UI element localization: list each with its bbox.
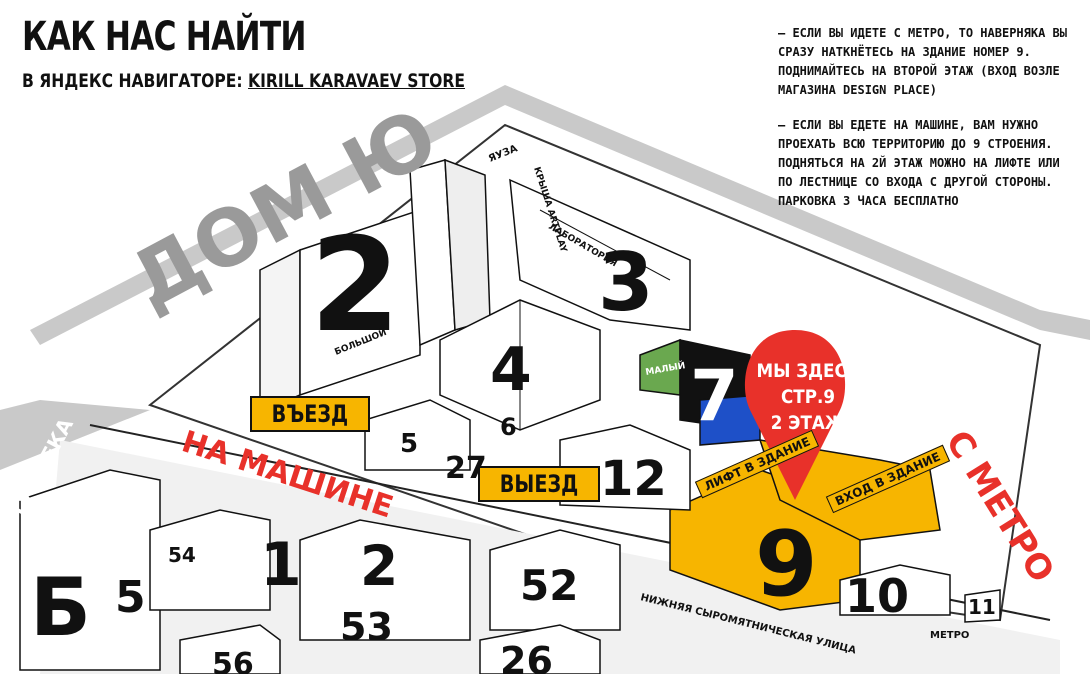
building-number-11: 11 bbox=[968, 595, 996, 619]
building-numbers: 2 3 4 7 5 6 27 12 9 10 11 1 2 52 53 54 5… bbox=[30, 209, 996, 674]
building-number-3: 3 bbox=[598, 236, 654, 329]
building-number-4: 4 bbox=[490, 335, 532, 405]
building-number-26: 26 bbox=[500, 639, 553, 674]
pin-line-2: СТР.9 bbox=[781, 386, 835, 408]
pin-line-1: МЫ ЗДЕСЬ bbox=[756, 360, 860, 382]
building-number-12: 12 bbox=[600, 451, 667, 507]
building-2-big[interactable] bbox=[259, 158, 491, 414]
navigator-link[interactable]: KIRILL KARAVAEV STORE bbox=[248, 70, 466, 92]
navigator-hint: В ЯНДЕКС НАВИГАТОРЕ: KIRILL KARAVAEV STO… bbox=[22, 70, 465, 92]
building-number-5-low: 5 bbox=[115, 572, 146, 623]
building-number-10: 10 bbox=[845, 569, 909, 623]
navigator-prefix: В ЯНДЕКС НАВИГАТОРЕ: bbox=[22, 70, 249, 92]
building-number-5: 5 bbox=[400, 429, 418, 459]
location-pin bbox=[744, 330, 846, 500]
metro-arrow-label: МЕТРО bbox=[930, 630, 969, 641]
building-number-2-low: 2 bbox=[360, 534, 398, 598]
page-title: КАК НАС НАЙТИ bbox=[22, 14, 306, 60]
river-left-band bbox=[0, 400, 150, 470]
building-11[interactable] bbox=[964, 589, 1001, 623]
exit-tag-text: ВЫЕЗД bbox=[499, 470, 579, 498]
building-53[interactable] bbox=[299, 519, 471, 641]
building-4[interactable] bbox=[439, 299, 601, 431]
building-number-56: 56 bbox=[212, 647, 254, 674]
building-number-52: 52 bbox=[520, 561, 578, 610]
note-metro: — ЕСЛИ ВЫ ИДЕТЕ С МЕТРО, ТО НАВЕРНЯКА ВЫ… bbox=[778, 26, 1067, 97]
pin-label: МЫ ЗДЕСЬ СТР.9 2 ЭТАЖ bbox=[743, 358, 873, 436]
building-7[interactable] bbox=[679, 339, 761, 446]
exit-tag: ВЫЕЗД bbox=[478, 466, 600, 502]
building-number-54: 54 bbox=[168, 543, 196, 567]
building-54[interactable] bbox=[149, 509, 271, 611]
building-10[interactable] bbox=[839, 564, 951, 616]
building-number-7: 7 bbox=[690, 355, 739, 437]
header: КАК НАС НАЙТИ В ЯНДЕКС НАВИГАТОРЕ: KIRIL… bbox=[22, 14, 465, 92]
building-3[interactable] bbox=[509, 178, 691, 331]
building-5-mid[interactable] bbox=[364, 399, 471, 471]
entry-tag: ВЪЕЗД bbox=[250, 396, 370, 432]
building-56[interactable] bbox=[179, 624, 281, 674]
building-letter-b: Б bbox=[30, 561, 91, 654]
entry-tag-text: ВЪЕЗД bbox=[271, 400, 349, 428]
building-number-9: 9 bbox=[755, 512, 818, 617]
pin-line-3: 2 ЭТАЖ bbox=[770, 412, 846, 434]
building-number-2-big: 2 bbox=[310, 209, 400, 361]
building-52[interactable] bbox=[489, 529, 621, 631]
building-number-6: 6 bbox=[500, 413, 517, 441]
directions-notes: — ЕСЛИ ВЫ ИДЕТЕ С МЕТРО, ТО НАВЕРНЯКА ВЫ… bbox=[778, 24, 1068, 227]
building-26[interactable] bbox=[479, 624, 601, 674]
note-car: — ЕСЛИ ВЫ ЕДЕТЕ НА МАШИНЕ, ВАМ НУЖНО ПРО… bbox=[778, 118, 1060, 208]
building-number-53: 53 bbox=[340, 605, 393, 649]
building-number-1: 1 bbox=[260, 530, 302, 600]
